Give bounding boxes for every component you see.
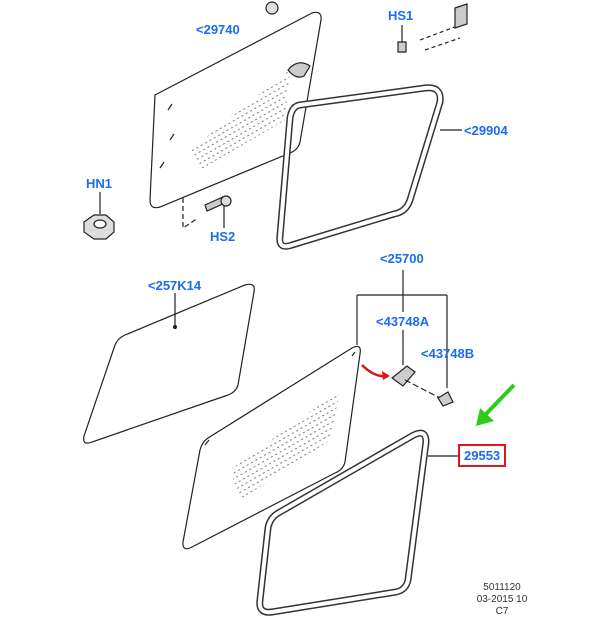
reference-number: 5011120	[483, 582, 521, 593]
callout-29904[interactable]: <29904	[464, 123, 508, 138]
green-arrow	[476, 383, 516, 426]
reference-code: C7	[495, 606, 509, 617]
callout-hs1[interactable]: HS1	[388, 8, 414, 23]
diagram-reference: 5011120 03-2015 10 C7	[462, 582, 542, 618]
screw-hs2	[204, 195, 232, 228]
callout-leaders-25700	[356, 270, 454, 407]
callout-29740[interactable]: <29740	[196, 22, 240, 37]
screw-hs1	[397, 3, 468, 53]
seal-lower	[256, 429, 458, 616]
callout-257k14[interactable]: <257K14	[148, 278, 202, 293]
callout-43748a[interactable]: <43748A	[376, 314, 430, 329]
reference-date: 03-2015 10	[476, 594, 528, 605]
callout-hn1[interactable]: HN1	[86, 176, 113, 191]
fixed-glass-lower	[83, 283, 255, 444]
callout-43748b[interactable]: <43748B	[421, 346, 475, 361]
callout-29553-highlighted[interactable]: 29553	[458, 444, 507, 467]
nut-hn1	[83, 192, 115, 240]
callout-25700[interactable]: <25700	[380, 251, 424, 266]
seal-upper	[276, 84, 462, 250]
callout-hs2[interactable]: HS2	[210, 229, 236, 244]
sliding-glass-lower	[182, 345, 361, 550]
sliding-glass-upper	[149, 1, 322, 230]
